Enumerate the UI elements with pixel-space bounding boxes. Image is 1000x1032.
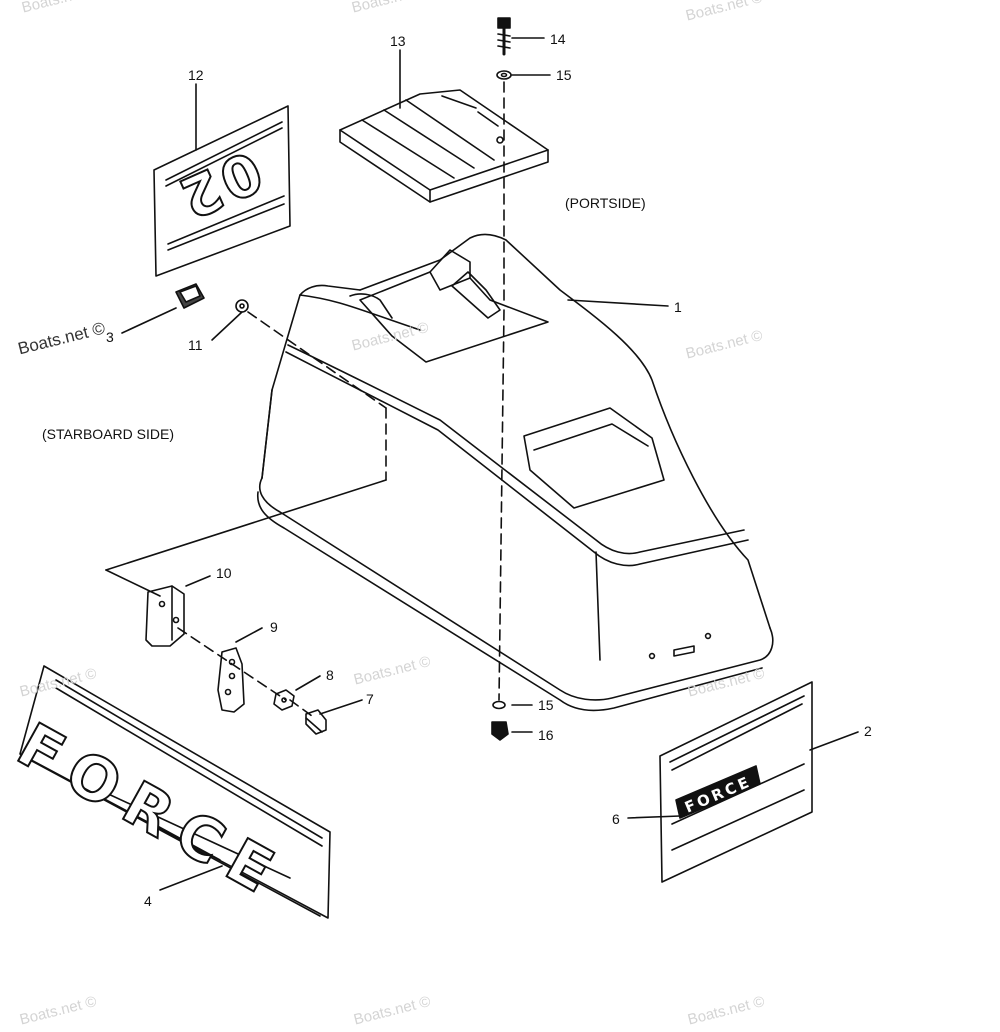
top-plate (339, 89, 549, 203)
callout-16: 16 (538, 727, 554, 743)
callout-14: 14 (550, 31, 566, 47)
callout-8: 8 (326, 667, 334, 683)
leader-lines (121, 37, 859, 891)
callout-6: 6 (612, 811, 620, 827)
latch-part (217, 647, 245, 713)
callout-4: 4 (144, 893, 152, 909)
callout-15-top: 15 (556, 67, 572, 83)
callout-1: 1 (674, 299, 682, 315)
starboard-side-label: (STARBOARD SIDE) (42, 426, 174, 442)
force-decal-large (19, 665, 331, 919)
bolt-part (305, 709, 327, 735)
bolt-stack (491, 17, 512, 741)
callout-11: 11 (188, 337, 203, 353)
portside-label: (PORTSIDE) (565, 195, 646, 211)
callout-15-bottom: 15 (538, 697, 554, 713)
callout-10: 10 (216, 565, 232, 581)
model-decal (153, 105, 291, 277)
assembly-line (105, 569, 161, 597)
force-decal-small (659, 681, 813, 883)
small-square-part (175, 283, 205, 309)
engine-cover (257, 233, 774, 712)
callout-13: 13 (390, 33, 406, 49)
screw-part (235, 299, 249, 313)
nut-part (273, 689, 295, 711)
bracket-part (145, 585, 185, 647)
callout-3: 3 (106, 329, 114, 345)
callout-12: 12 (188, 67, 204, 83)
assembly-line (105, 479, 387, 571)
callout-9: 9 (270, 619, 278, 635)
callout-2: 2 (864, 723, 872, 739)
callout-7: 7 (366, 691, 374, 707)
